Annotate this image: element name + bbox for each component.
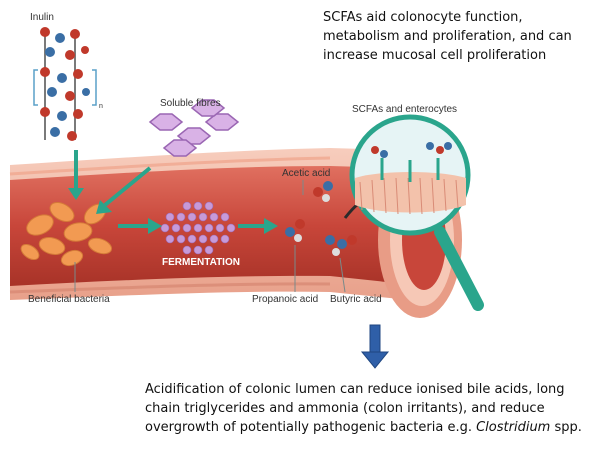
fermentation-particle [176,212,186,222]
fermentation-particle [198,234,208,244]
process-arrows [68,150,278,234]
fermentation-particles [160,201,236,255]
fermentation-particle [220,212,230,222]
fermentation-label: FERMENTATION [162,257,240,268]
fermentation-particle [182,201,192,211]
fermentation-particle [176,234,186,244]
fermentation-particle [204,201,214,211]
propanoic-acid-label: Propanoic acid [252,294,318,305]
fermentation-particle [209,234,219,244]
inulin-chain: n [33,27,103,141]
clostridium-italic: Clostridium [476,420,551,435]
fermentation-particle [187,234,197,244]
acidification-text-end: spp. [550,420,582,435]
down-arrow-icon [360,324,390,369]
fermentation-particle [182,223,192,233]
soluble-fibres [148,99,240,157]
fermentation-particle [187,212,197,222]
beneficial-bacteria-cluster [20,202,113,267]
fermentation-particle [215,223,225,233]
fermentation-particle [193,223,203,233]
scfa-benefits-text: SCFAs aid colonocyte function, metabolis… [323,10,572,63]
label-pointers [74,180,346,293]
acetic-acid-label: Acetic acid [282,168,330,179]
scfa-molecules [285,181,357,256]
fermentation-particle [160,223,170,233]
fermentation-particle [204,245,214,255]
fermentation-particle [209,212,219,222]
acidification-text: Acidification of colonic lumen can reduc… [145,380,595,437]
fermentation-particle [220,234,230,244]
magnifier-icon [349,114,484,311]
fermentation-particle [193,245,203,255]
fermentation-particle [226,223,236,233]
beneficial-bacteria-label: Beneficial bacteria [28,294,110,305]
fermentation-particle [204,223,214,233]
fermentation-particle [193,201,203,211]
scfas-enterocytes-label: SCFAs and enterocytes [352,104,457,115]
soluble-fibres-label: Soluble fibres [160,98,221,109]
fermentation-particle [171,223,181,233]
butyric-acid-label: Butyric acid [330,294,382,305]
inulin-subscript: n [99,103,103,110]
acidification-text-main: Acidification of colonic lumen can reduc… [145,382,565,435]
inulin-label: Inulin [30,12,54,23]
fermentation-particle [198,212,208,222]
fermentation-particle [165,234,175,244]
fermentation-particle [182,245,192,255]
fermentation-particle [165,212,175,222]
